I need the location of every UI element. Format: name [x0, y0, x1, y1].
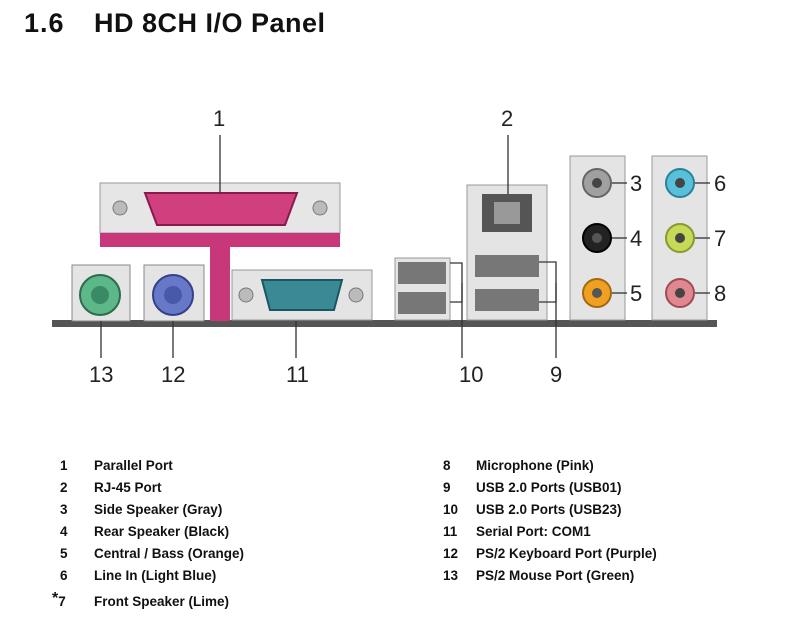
- serial-port: [231, 269, 373, 321]
- legend-label: Microphone (Pink): [476, 458, 594, 473]
- legend-label: Parallel Port: [94, 458, 173, 473]
- legend-number: 10: [443, 502, 459, 517]
- legend-number-value: 7: [58, 594, 66, 609]
- callout-6: 6: [714, 171, 726, 196]
- legend-number: 9: [443, 480, 451, 495]
- legend-label: USB 2.0 Ports (USB23): [476, 502, 622, 517]
- callout-8: 8: [714, 281, 726, 306]
- lan-usb-stack: [466, 184, 548, 321]
- callout-11: 11: [286, 362, 309, 387]
- legend-label: USB 2.0 Ports (USB01): [476, 480, 622, 495]
- callout-13: 13: [89, 362, 113, 387]
- ps2-mouse-port: [71, 264, 131, 322]
- legend-number: 1: [60, 458, 68, 473]
- legend-number: 12: [443, 546, 459, 561]
- legend-number: 2: [60, 480, 68, 495]
- legend-label: Side Speaker (Gray): [94, 502, 223, 517]
- legend-number: 5: [60, 546, 68, 561]
- callout-9: 9: [550, 362, 562, 387]
- legend-label: RJ-45 Port: [94, 480, 162, 495]
- leader-lines: [100, 135, 710, 358]
- pcb-edge: [52, 320, 717, 327]
- legend-number: *7: [52, 590, 82, 613]
- legend-number: 3: [60, 502, 68, 517]
- legend-label: PS/2 Mouse Port (Green): [476, 568, 635, 583]
- callout-2: 2: [501, 106, 513, 131]
- section-title: HD 8CH I/O Panel: [94, 8, 326, 38]
- legend-label: Serial Port: COM1: [476, 524, 591, 539]
- callout-7: 7: [714, 226, 726, 251]
- legend-label: Rear Speaker (Black): [94, 524, 230, 539]
- legend-number: 8: [443, 458, 451, 473]
- legend-number: 4: [60, 524, 68, 539]
- legend-label: Front Speaker (Lime): [94, 594, 230, 609]
- legend-label: PS/2 Keyboard Port (Purple): [476, 546, 657, 561]
- legend-label: Central / Bass (Orange): [94, 546, 245, 561]
- legend-number: 11: [443, 524, 458, 539]
- io-panel-diagram: 1 2 3 4 5 6 7 8 9 10 11 12 13: [52, 106, 726, 387]
- usb-ports-23: [394, 257, 451, 321]
- callout-1: 1: [213, 106, 225, 131]
- footnote-star: *: [52, 590, 59, 607]
- ps2-keyboard-port: [143, 264, 205, 322]
- port-legend: 1 Parallel Port 2 RJ-45 Port 3 Side Speaker…: [0, 455, 794, 635]
- callout-5: 5: [630, 281, 642, 306]
- section-number: 1.6: [24, 8, 65, 38]
- page-title: 1.6 HD 8CH I/O Panel: [0, 0, 794, 50]
- parallel-port: [99, 182, 341, 321]
- callout-4: 4: [630, 226, 642, 251]
- legend-number: 6: [60, 568, 68, 583]
- callout-3: 3: [630, 171, 642, 196]
- legend-number: 13: [443, 568, 459, 583]
- callout-12: 12: [161, 362, 185, 387]
- callout-10: 10: [459, 362, 483, 387]
- legend-label: Line In (Light Blue): [94, 568, 217, 583]
